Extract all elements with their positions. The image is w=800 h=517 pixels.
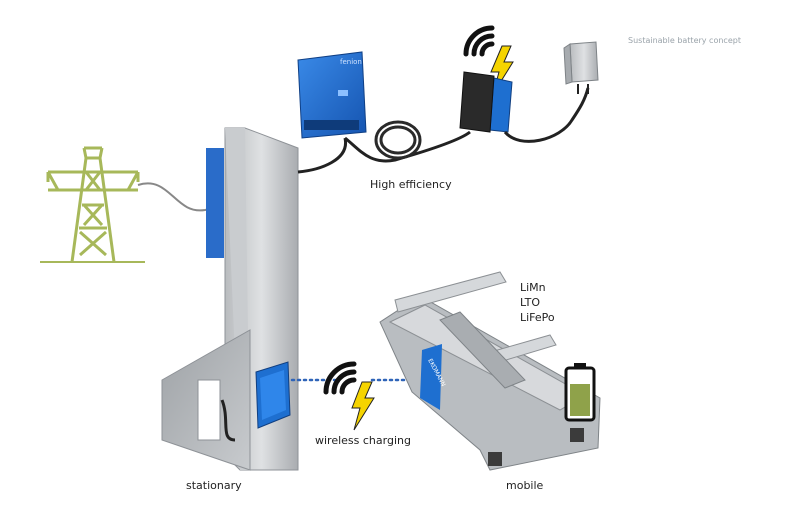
wireless-charging-pad [255, 361, 291, 429]
wireless-signal-icon [323, 361, 357, 395]
high-efficiency-label: High efficiency [370, 178, 452, 191]
concept-label: Sustainable battery concept [628, 36, 741, 45]
battery-type-item: LiMn [520, 281, 546, 294]
charger-cable [297, 130, 471, 174]
mobile-vehicle: EKOMANN [379, 271, 601, 471]
mobile-label: mobile [506, 479, 544, 492]
battery-type-item: LiFePo [520, 311, 555, 324]
wallbox-charger: fenion [297, 51, 367, 139]
wireless-charging-label: wireless charging [315, 434, 411, 447]
grid-cable [137, 182, 217, 226]
battery-icon [564, 363, 596, 422]
battery-type-item: LTO [520, 296, 540, 309]
steel-junction-box [563, 41, 599, 94]
receiver-pads [459, 71, 513, 133]
wireless-signal-icon-top [463, 25, 495, 57]
receiver-cable [503, 87, 590, 143]
battery-types-list: LiMn LTO LiFePo [520, 280, 555, 325]
lightning-bolt-icon [351, 381, 375, 431]
charger-brand: fenion [340, 58, 362, 66]
power-pylon-icon [40, 146, 145, 263]
stationary-label: stationary [186, 479, 242, 492]
cable-coil [374, 120, 422, 160]
